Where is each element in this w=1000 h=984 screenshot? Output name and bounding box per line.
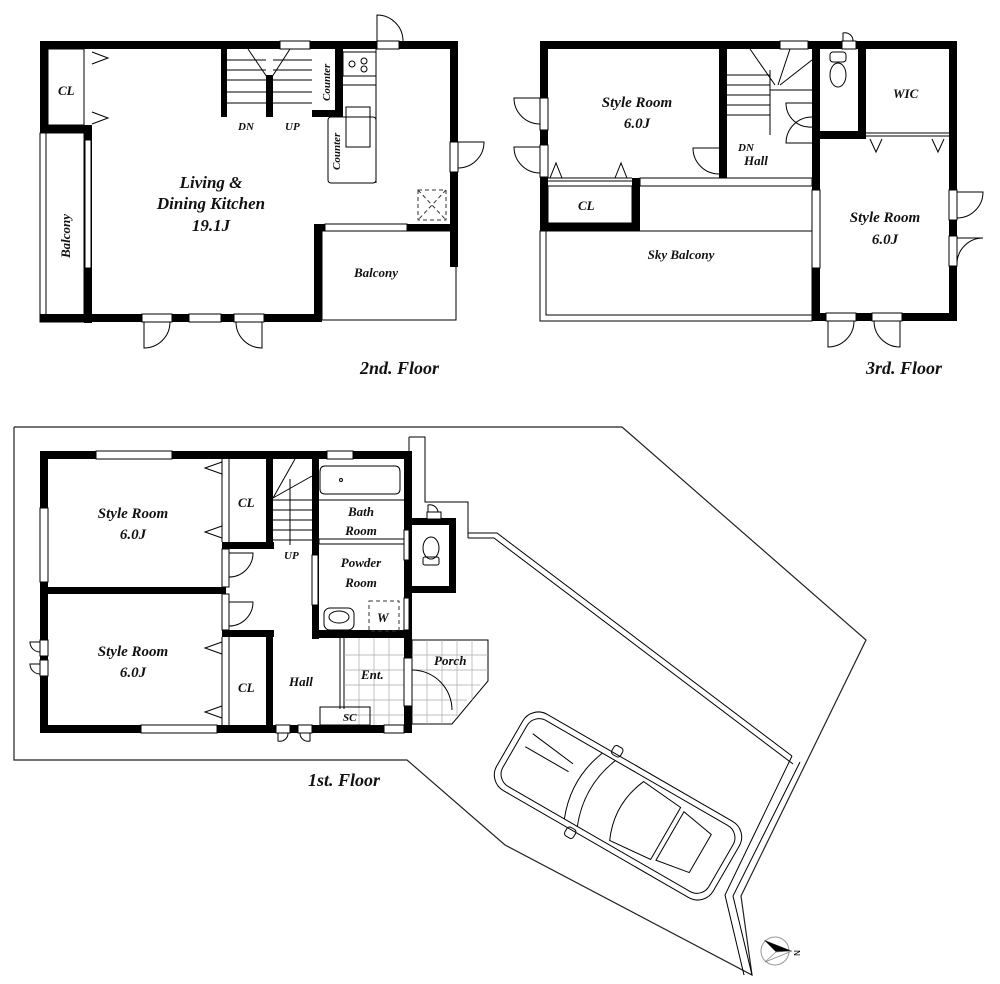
style-room-e-label: Style Room	[850, 210, 920, 226]
stairs-up-label: UP	[284, 550, 299, 562]
utility-box-icon	[417, 189, 447, 221]
washer-label: W	[377, 610, 390, 625]
ldk-label-line2: Dining Kitchen	[156, 194, 265, 213]
first-floor-title: 1st. Floor	[308, 770, 381, 790]
closet-s-label: CL	[238, 680, 255, 695]
washbasin-icon	[323, 607, 355, 631]
compass-north-label: N	[792, 950, 801, 956]
shoe-closet	[319, 706, 371, 726]
north-compass-icon: N	[760, 936, 801, 966]
stairs-icon	[727, 48, 813, 135]
powder-room-label-line2: Room	[344, 575, 377, 590]
counter-side-label: Counter	[331, 132, 343, 170]
hall-label: Hall	[743, 153, 768, 168]
washer-space-icon	[368, 600, 400, 632]
powder-room-label-line1: Powder	[341, 555, 382, 570]
shoe-closet-label: SC	[343, 712, 357, 724]
second-floor-plan: CL Balcony Living & Dining Kitchen 19.1J…	[39, 14, 485, 378]
ldk-size: 19.1J	[192, 216, 231, 235]
counter-top-label: Counter	[321, 63, 333, 101]
toilet-icon	[829, 51, 847, 88]
bath-room-label-line1: Bath	[347, 504, 374, 519]
sink-icon	[345, 106, 371, 148]
wic-label: WIC	[893, 86, 919, 101]
balcony-west-label: Balcony	[58, 214, 73, 259]
porch-tile-floor	[411, 639, 489, 725]
style-room-nw-size: 6.0J	[624, 116, 651, 132]
hall-label: Hall	[288, 674, 313, 689]
entrance-label: Ent.	[360, 667, 384, 682]
style-room-e-size: 6.0J	[872, 232, 899, 248]
bathtub-icon	[319, 465, 404, 501]
first-floor-plan: Style Room 6.0J Style Room 6.0J CL CL UP…	[29, 450, 489, 790]
stairs-icon	[272, 458, 313, 545]
stove-icon	[342, 51, 377, 77]
sky-balcony-label: Sky Balcony	[648, 247, 715, 262]
closet-label: CL	[578, 198, 595, 213]
third-floor-title: 3rd. Floor	[865, 358, 943, 378]
ldk-label-line1: Living &	[179, 173, 244, 192]
porch-label: Porch	[434, 653, 467, 668]
stairs-down-label: DN	[237, 121, 255, 133]
bath-room-label-line2: Room	[344, 523, 377, 538]
entrance-tile-floor	[339, 638, 404, 725]
style-room-n-label: Style Room	[98, 506, 168, 522]
style-room-n-size: 6.0J	[120, 527, 147, 543]
toilet-icon	[422, 536, 440, 566]
third-floor-plan: Style Room 6.0J DN Hall WIC CL Sky Balco…	[513, 32, 984, 378]
second-floor-title: 2nd. Floor	[359, 358, 440, 378]
style-room-nw-label: Style Room	[602, 95, 672, 111]
style-room-s-size: 6.0J	[120, 665, 147, 681]
site-lot-outline	[13, 426, 867, 977]
stairs-icon	[227, 48, 312, 104]
style-room-s-label: Style Room	[98, 644, 168, 660]
closet-label: CL	[58, 83, 75, 98]
stairs-down-label: DN	[737, 142, 755, 154]
car-icon	[493, 711, 743, 901]
balcony-east-label: Balcony	[353, 265, 398, 280]
closet-n-label: CL	[238, 495, 255, 510]
stairs-up-label: UP	[285, 121, 300, 133]
